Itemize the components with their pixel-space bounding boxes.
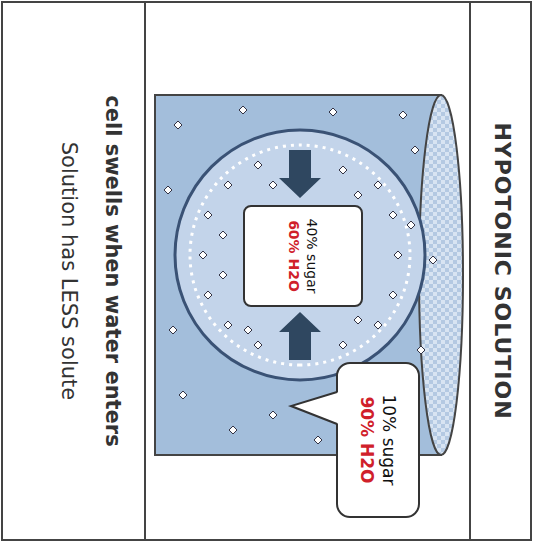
node-text: 40% sugar [303,219,321,294]
caption-note: cell swells when water enters [101,0,125,542]
node-text: 10% sugar [378,394,400,485]
diagram-title: HYPOTONIC SOLUTION [490,0,515,542]
node-text: 60% H2O [285,220,303,292]
cell-content-box: 40% sugar60% H2O [243,205,363,307]
node-text: 90% H2O [356,396,378,483]
solution-callout: 10% sugar90% H2O [336,362,420,518]
caption-note: Solution has LESS solute [57,0,81,542]
